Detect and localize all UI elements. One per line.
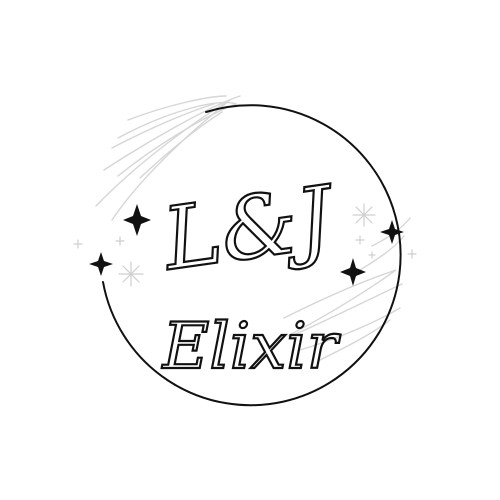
monogram-text: L&J — [156, 167, 343, 290]
swirl-lines — [95, 95, 411, 361]
sparkle-icon — [73, 239, 83, 249]
name-group: Elixir — [160, 309, 341, 385]
star-icon — [380, 220, 404, 244]
sparkle-icon — [368, 251, 376, 259]
star-icon — [89, 252, 113, 276]
sparkle-icon — [352, 203, 376, 227]
sparkle-icon — [118, 261, 144, 287]
stars — [89, 204, 404, 286]
star-icon — [340, 258, 366, 286]
sparkle-icon — [407, 249, 417, 259]
sparkles — [73, 203, 417, 287]
name-text: Elixir — [162, 310, 341, 384]
sparkle-icon — [355, 235, 365, 245]
monogram-group: L&J — [155, 166, 344, 292]
star-icon — [123, 204, 151, 236]
circle-ring — [102, 104, 402, 407]
sparkle-icon — [115, 236, 125, 246]
